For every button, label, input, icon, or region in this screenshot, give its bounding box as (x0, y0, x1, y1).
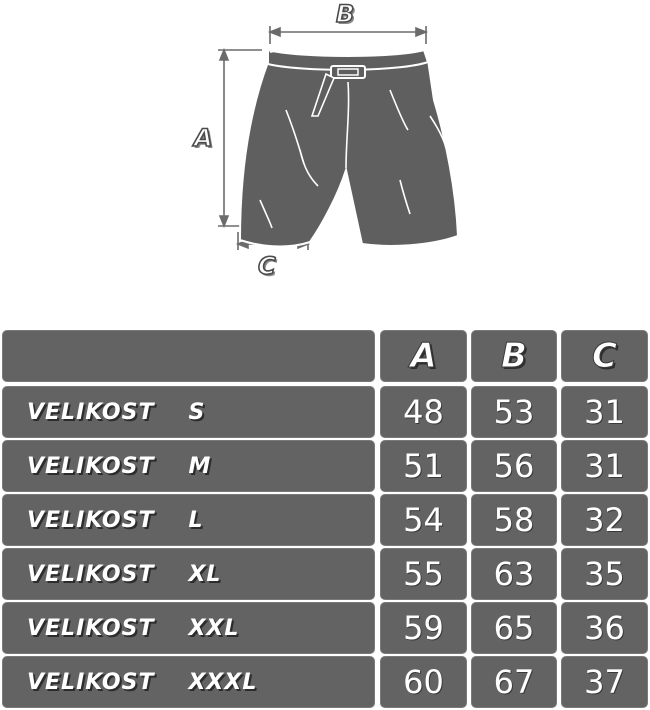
value-b: 67 (493, 663, 535, 701)
value-cell-c: 37 (561, 656, 648, 708)
row-label-cell: VELIKOST M (2, 440, 375, 492)
dimension-label-c: C (257, 252, 276, 280)
value-cell-a: 48 (380, 386, 467, 438)
table-row: VELIKOST XL 55 63 35 (0, 548, 650, 600)
header-b-text: B (501, 336, 528, 377)
value-c: 36 (584, 609, 625, 647)
table-row: VELIKOST XXL 59 65 36 (0, 602, 650, 654)
label-text: VELIKOST (27, 669, 155, 695)
table-row: VELIKOST S 48 53 31 (0, 386, 650, 438)
size-text: S (188, 399, 206, 425)
shorts-diagram: B A C (0, 0, 650, 300)
row-label: VELIKOST S (27, 400, 205, 425)
value-a: 55 (403, 555, 444, 593)
label-text: VELIKOST (27, 507, 155, 533)
row-label-cell: VELIKOST XXL (2, 602, 375, 654)
header-cell-a: A (380, 330, 467, 382)
value-b: 58 (493, 501, 535, 539)
header-cell-c: C (561, 330, 648, 382)
value-b: 56 (493, 447, 535, 485)
value-cell-a: 55 (380, 548, 467, 600)
value-c: 31 (584, 393, 625, 431)
value-cell-c: 31 (561, 440, 648, 492)
header-c-text: C (592, 336, 618, 377)
table-row: VELIKOST M 51 56 31 (0, 440, 650, 492)
row-label: VELIKOST L (27, 508, 203, 533)
value-a: 48 (403, 393, 444, 431)
value-a: 60 (403, 663, 444, 701)
value-a: 59 (403, 609, 444, 647)
row-label: VELIKOST XL (27, 562, 221, 587)
value-cell-b: 63 (471, 548, 557, 600)
row-label-cell: VELIKOST XXXL (2, 656, 375, 708)
value-cell-b: 56 (471, 440, 557, 492)
row-label-cell: VELIKOST XL (2, 548, 375, 600)
value-c: 32 (584, 501, 625, 539)
value-a: 54 (403, 501, 444, 539)
value-b: 65 (493, 609, 535, 647)
label-text: VELIKOST (27, 453, 155, 479)
table-row: VELIKOST L 54 58 32 (0, 494, 650, 546)
value-cell-a: 60 (380, 656, 467, 708)
label-text: VELIKOST (27, 561, 155, 587)
header-empty-cell (2, 330, 375, 382)
size-text: XXXL (188, 669, 258, 695)
row-label: VELIKOST M (27, 454, 211, 479)
size-table: A B C VELIKOST S 48 53 31 VELIKOST M 51 56… (0, 330, 650, 710)
size-text: XXL (188, 615, 240, 641)
value-cell-a: 51 (380, 440, 467, 492)
row-label: VELIKOST XXL (27, 616, 239, 641)
value-cell-a: 54 (380, 494, 467, 546)
value-cell-a: 59 (380, 602, 467, 654)
dimension-label-a: A (193, 124, 213, 152)
header-cell-b: B (471, 330, 557, 382)
value-cell-c: 36 (561, 602, 648, 654)
value-cell-c: 32 (561, 494, 648, 546)
value-cell-b: 58 (471, 494, 557, 546)
value-cell-c: 35 (561, 548, 648, 600)
label-text: VELIKOST (27, 615, 155, 641)
value-c: 35 (584, 555, 625, 593)
value-b: 63 (493, 555, 535, 593)
row-label: VELIKOST XXXL (27, 670, 257, 695)
value-cell-b: 53 (471, 386, 557, 438)
table-header-row: A B C (0, 330, 650, 382)
value-c: 31 (584, 447, 625, 485)
value-c: 37 (584, 663, 625, 701)
size-text: L (188, 507, 204, 533)
size-text: M (188, 453, 212, 479)
row-label-cell: VELIKOST S (2, 386, 375, 438)
value-cell-b: 67 (471, 656, 557, 708)
table-row: VELIKOST XXXL 60 67 37 (0, 656, 650, 708)
value-cell-c: 31 (561, 386, 648, 438)
size-text: XL (188, 561, 222, 587)
value-b: 53 (493, 393, 535, 431)
label-text: VELIKOST (27, 399, 155, 425)
value-cell-b: 65 (471, 602, 557, 654)
shorts-illustration (218, 26, 460, 250)
value-a: 51 (403, 447, 444, 485)
header-a-text: A (410, 336, 437, 377)
row-label-cell: VELIKOST L (2, 494, 375, 546)
dimension-label-b: B (335, 0, 355, 28)
